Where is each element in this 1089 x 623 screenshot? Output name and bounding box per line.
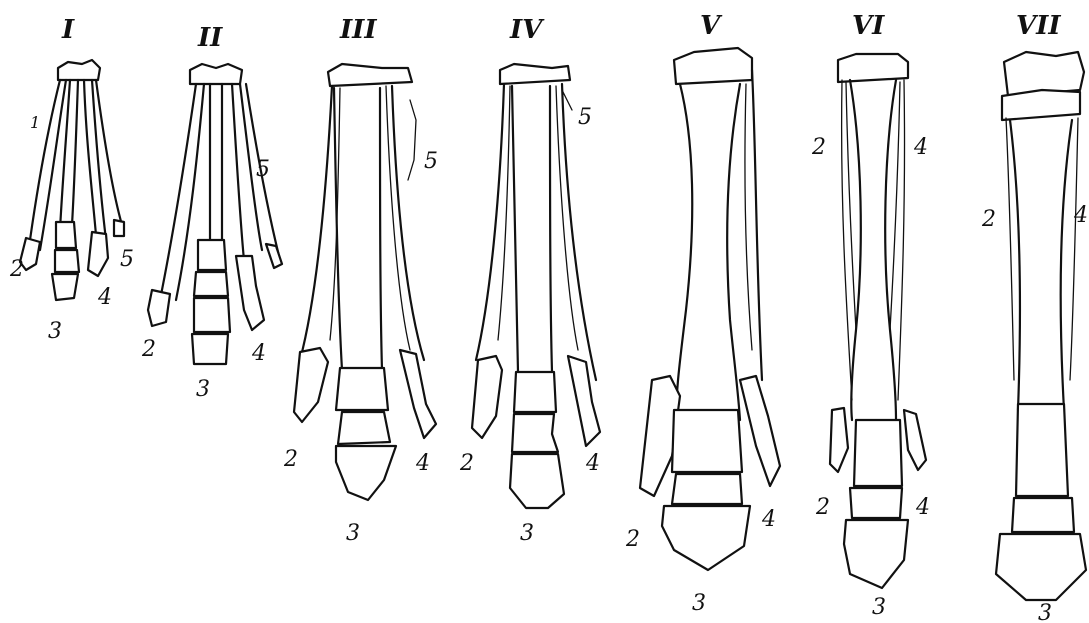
panel-label: VII [1016, 11, 1061, 41]
foot-skeleton-drawing [294, 64, 436, 500]
digit-label: 4 [585, 451, 600, 476]
digit-label: 2 [459, 451, 474, 476]
panel-I: I 1 2 3 4 5 [9, 15, 134, 344]
foot-skeleton-drawing [472, 64, 600, 508]
digit-label: 4 [913, 135, 928, 160]
foot-skeleton-drawing [640, 48, 780, 570]
digit-label: 3 [692, 591, 706, 616]
digit-label: 4 [251, 341, 266, 366]
digit-label: 3 [196, 377, 210, 402]
foot-skeleton-drawing [996, 52, 1086, 600]
panel-label: VI [852, 11, 885, 41]
digit-label: 3 [1038, 601, 1052, 623]
digit-label: 3 [872, 595, 886, 620]
digit-label: 4 [761, 507, 776, 532]
digit-label: 3 [48, 319, 62, 344]
panel-label: I [61, 15, 75, 45]
foot-skeleton-drawing [20, 60, 124, 300]
digit-label: 5 [424, 149, 438, 174]
digit-label: 2 [141, 337, 156, 362]
panel-label: III [339, 15, 377, 45]
digit-label: 4 [415, 451, 430, 476]
digit-label: 3 [346, 521, 360, 546]
foot-skeleton-drawing [148, 64, 282, 364]
foot-skeleton-drawing [830, 54, 926, 588]
panel-III: III 5 2 3 4 [283, 15, 438, 546]
panel-label: V [700, 11, 723, 41]
panel-VII: VII 2 4 3 [981, 11, 1088, 623]
panel-VI: VI 2 4 2 3 4 [811, 11, 930, 620]
digit-label: 4 [1073, 203, 1088, 228]
digit-label: 2 [815, 495, 830, 520]
digit-label: 4 [915, 495, 930, 520]
panel-label: IV [509, 15, 545, 45]
digit-label: 2 [283, 447, 298, 472]
panel-V: V 2 3 4 [625, 11, 780, 616]
digit-label: 2 [9, 257, 24, 282]
digit-label: 4 [97, 285, 112, 310]
panel-label: II [197, 23, 223, 53]
panel-IV: IV 5 2 3 4 [459, 15, 600, 546]
digit-label: 5 [578, 105, 592, 130]
digit-label: 1 [30, 113, 40, 132]
panel-II: II 5 2 3 4 [141, 23, 282, 402]
digit-label: 5 [120, 247, 134, 272]
digit-label: 3 [520, 521, 534, 546]
digit-label: 2 [811, 135, 826, 160]
digit-label: 2 [981, 207, 996, 232]
digit-label: 5 [256, 157, 270, 182]
digit-label: 2 [625, 527, 640, 552]
